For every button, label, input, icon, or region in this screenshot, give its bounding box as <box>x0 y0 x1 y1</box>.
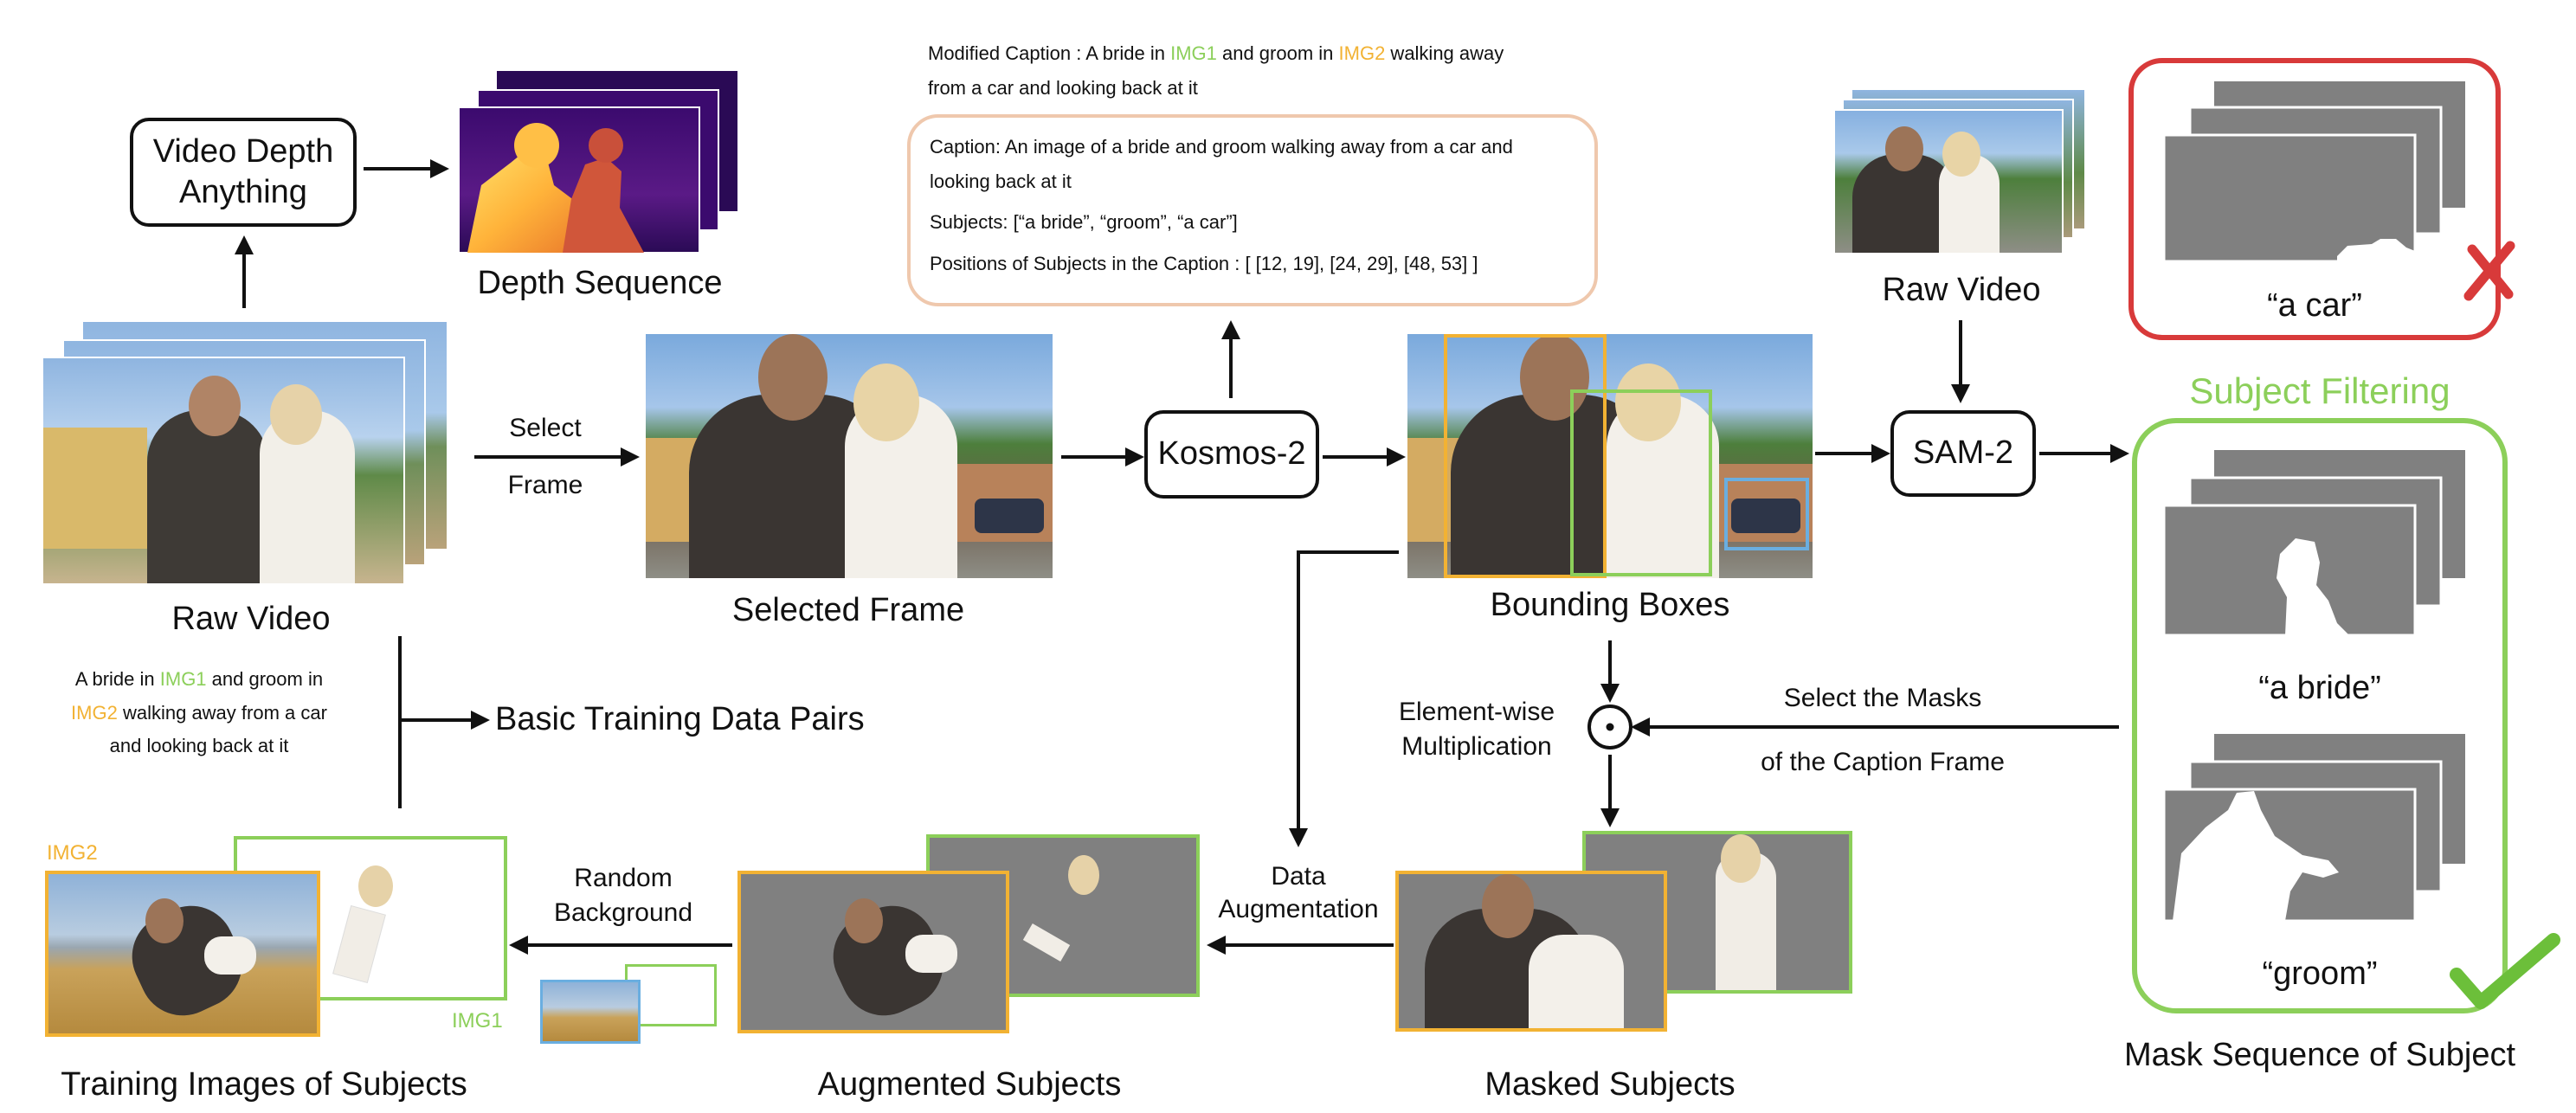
raw-video-right-front <box>1833 109 2064 254</box>
augmented-groom-frame <box>737 871 1009 1033</box>
basic-training-label: Basic Training Data Pairs <box>495 701 865 737</box>
data-augmentation-label-1: Data <box>1271 862 1326 891</box>
modified-caption-line2: from a car and looking back at it <box>928 76 1198 99</box>
positions-value: [ [12, 19], [24, 29], [48, 53] ] <box>1245 252 1478 274</box>
raw-video-right-label: Raw Video <box>1882 272 2041 308</box>
red-cross-icon <box>2463 241 2515 301</box>
caption-text-1: An image of a bride and groom walking aw… <box>1004 136 1513 158</box>
bounding-boxes-label: Bounding Boxes <box>1490 587 1730 623</box>
subject-filtering-label: Subject Filtering <box>2189 370 2450 411</box>
green-check-icon <box>2450 933 2560 1009</box>
caption-text-2: looking back at it <box>930 170 1072 192</box>
random-background-label-1: Random <box>574 864 673 892</box>
left-caption-part2: and groom in <box>206 668 324 690</box>
caption-label: Caption: <box>930 136 1005 158</box>
frame-label: Frame <box>507 471 583 499</box>
selected-frame-label: Selected Frame <box>731 592 965 628</box>
bride-mask-stack <box>2162 450 2465 637</box>
raw-video-frame-front <box>42 357 405 585</box>
img2-tag: IMG2 <box>47 841 98 865</box>
left-caption: A bride in IMG1 and groom in IMG2 walkin… <box>52 663 346 763</box>
bbox-groom <box>1444 334 1607 578</box>
vda-label-2: Anything <box>179 174 307 210</box>
depth-sequence-label: Depth Sequence <box>477 265 723 301</box>
bounding-boxes-image <box>1407 334 1813 578</box>
caption-box: Caption: An image of a bride and groom w… <box>930 130 1587 280</box>
selected-frame-image <box>646 334 1053 578</box>
subjects-label: Subjects: <box>930 211 1014 234</box>
groom-subject-label: “groom” <box>2262 955 2378 992</box>
modified-caption-part1: A bride in <box>1085 42 1171 64</box>
img1-tag: IMG1 <box>452 1009 503 1033</box>
data-augmentation-label-2: Augmentation <box>1218 895 1379 923</box>
modified-caption-part2: and groom in <box>1216 42 1339 64</box>
select-masks-label-2: of the Caption Frame <box>1761 748 2005 776</box>
modified-caption-img2: IMG2 <box>1338 42 1386 64</box>
kosmos-box: Kosmos-2 <box>1144 410 1319 499</box>
bbox-car <box>1724 478 1809 550</box>
element-wise-label-2: Multiplication <box>1401 732 1552 761</box>
depth-sequence-stack <box>458 71 737 254</box>
sam-label: SAM-2 <box>1912 434 2014 472</box>
left-caption-img2: IMG2 <box>71 701 118 724</box>
left-caption-img1: IMG1 <box>159 668 207 690</box>
raw-video-left-label: Raw Video <box>171 601 331 637</box>
mask-sequence-label: Mask Sequence of Subject <box>2123 1037 2516 1073</box>
sam-box: SAM-2 <box>1890 410 2036 497</box>
caption-box-border <box>907 114 1598 306</box>
groom-mask-stack <box>2162 734 2465 923</box>
left-caption-part3: walking away from a car <box>117 701 327 724</box>
element-wise-label-1: Element-wise <box>1398 698 1555 726</box>
kosmos-label: Kosmos-2 <box>1157 435 1306 473</box>
masked-subjects-label: Masked Subjects <box>1484 1066 1736 1103</box>
random-background-label-2: Background <box>553 898 693 927</box>
bbox-bride <box>1570 389 1712 576</box>
training-groom-frame <box>45 871 320 1037</box>
left-caption-line3: and looking back at it <box>109 735 289 756</box>
modified-caption: Modified Caption : A bride in IMG1 and g… <box>928 36 1603 105</box>
modified-caption-label: Modified Caption : <box>928 42 1086 64</box>
modified-caption-img1: IMG1 <box>1170 42 1217 64</box>
multiply-dot <box>1606 723 1614 731</box>
vda-label-1: Video Depth <box>152 132 334 170</box>
training-images-label: Training Images of Subjects <box>61 1066 467 1103</box>
select-masks-label-1: Select the Masks <box>1783 684 1982 712</box>
arrow-frame-to-augment <box>1289 550 1399 847</box>
modified-caption-part3: walking away <box>1385 42 1504 64</box>
positions-label: Positions of Subjects in the Caption : <box>930 252 1246 274</box>
left-caption-part1: A bride in <box>74 668 160 690</box>
car-subject-label: “a car” <box>2267 287 2362 324</box>
augmented-subjects-label: Augmented Subjects <box>817 1066 1122 1103</box>
masked-groom-frame <box>1395 871 1667 1032</box>
car-mask-stack <box>2162 81 2465 263</box>
thumb-bg-blue <box>540 980 641 1044</box>
select-label: Select <box>509 414 582 442</box>
subjects-value: [“a bride”, “groom”, “a car”] <box>1013 211 1238 234</box>
bride-subject-label: “a bride” <box>2258 670 2381 706</box>
